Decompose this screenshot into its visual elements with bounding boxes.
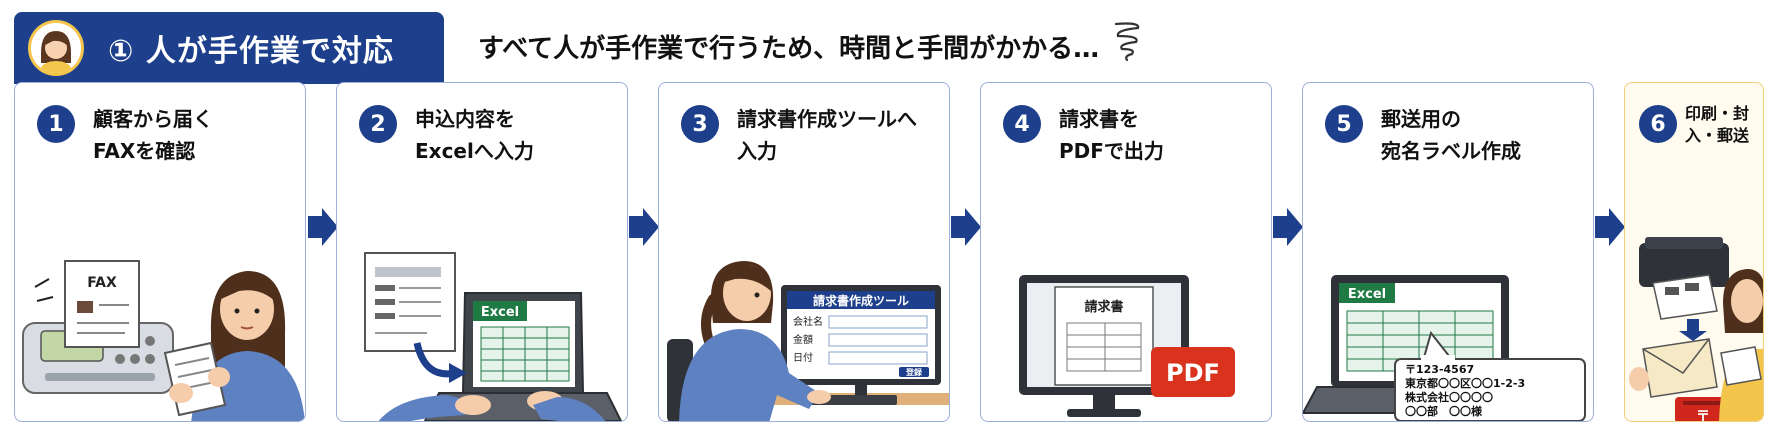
worker-avatar <box>28 20 84 76</box>
svg-text:〇〇部 〇〇様: 〇〇部 〇〇様 <box>1405 404 1483 418</box>
address-label-illustration: Excel 〒123-4567 東京都〇〇区〇〇1-2-3 株式会社〇〇〇〇 〇… <box>1303 275 1586 421</box>
svg-text:Excel: Excel <box>1348 287 1386 302</box>
svg-text:登録: 登録 <box>905 367 923 377</box>
step-5-title: 郵送用の 宛名ラベル作成 <box>1381 107 1521 163</box>
step-2-number: 2 <box>359 105 397 143</box>
svg-text:請求書: 請求書 <box>1084 299 1123 315</box>
pdf-badge <box>1151 347 1235 397</box>
svg-text:日付: 日付 <box>793 351 813 364</box>
step-1-number: 1 <box>37 105 75 143</box>
header-description: すべて人が手作業で行うため、時間と手間がかかる… <box>478 34 1100 64</box>
svg-text:〒: 〒 <box>1696 409 1710 422</box>
step-3-card: 3 請求書作成ツールへ 入力 請求書作成ツール 会社名 金額 日付 登録 <box>658 82 950 422</box>
step-5-card: 5 郵送用の 宛名ラベル作成 Excel 〒123-4567 東京都〇〇区〇〇1… <box>1302 82 1594 422</box>
svg-text:会社名: 会社名 <box>793 315 823 328</box>
svg-text:東京都〇〇区〇〇1-2-3: 東京都〇〇区〇〇1-2-3 <box>1405 376 1525 390</box>
address-label-bubble <box>1394 358 1586 421</box>
step-4-card: 4 請求書を PDFで出力 請求書 PDF <box>980 82 1272 422</box>
step-6-card: 6 印刷・封入・郵送 〒 <box>1624 82 1764 422</box>
invoice-tool-illustration: 請求書作成ツール 会社名 金額 日付 登録 <box>667 261 949 421</box>
woman-avatar-icon <box>31 23 81 73</box>
svg-text:FAX: FAX <box>87 275 117 291</box>
svg-text:請求書作成ツール: 請求書作成ツール <box>813 293 909 308</box>
header-title: ① 人が手作業で対応 <box>108 34 394 69</box>
arrow-right-icon <box>951 208 981 246</box>
step-4-title: 請求書を PDFで出力 <box>1059 107 1164 163</box>
excel-input-illustration: Excel <box>364 252 623 421</box>
pdf-output-illustration: 請求書 PDF <box>1019 275 1235 417</box>
step-2-card: 2 申込内容を Excelへ入力 Excel <box>336 82 628 422</box>
step-5-number: 5 <box>1325 105 1363 143</box>
step-3-number: 3 <box>681 105 719 143</box>
svg-text:金額: 金額 <box>793 333 813 346</box>
svg-text:〒123-4567: 〒123-4567 <box>1405 363 1474 376</box>
step-4-number: 4 <box>1003 105 1041 143</box>
step-2-title: 申込内容を Excelへ入力 <box>415 107 534 163</box>
arrow-right-icon <box>1273 208 1303 246</box>
svg-text:株式会社〇〇〇〇: 株式会社〇〇〇〇 <box>1405 390 1493 404</box>
fax-check-illustration: FAX <box>22 260 305 421</box>
stress-swirl-icon <box>1114 22 1140 62</box>
step-6-number: 6 <box>1639 105 1677 143</box>
arrow-right-icon <box>1595 208 1625 246</box>
arrow-right-icon <box>308 208 338 246</box>
step-1-card: 1 顧客から届く FAXを確認 FAX <box>14 82 306 422</box>
step-1-title: 顧客から届く FAXを確認 <box>93 107 213 163</box>
header-tab: ① 人が手作業で対応 <box>14 12 444 84</box>
print-mail-illustration: 〒 <box>1629 237 1763 422</box>
arrow-right-icon <box>629 208 659 246</box>
step-3-title: 請求書作成ツールへ 入力 <box>737 107 917 163</box>
svg-text:Excel: Excel <box>481 305 519 320</box>
svg-text:PDF: PDF <box>1166 359 1220 387</box>
step-6-title: 印刷・封入・郵送 <box>1685 104 1750 145</box>
